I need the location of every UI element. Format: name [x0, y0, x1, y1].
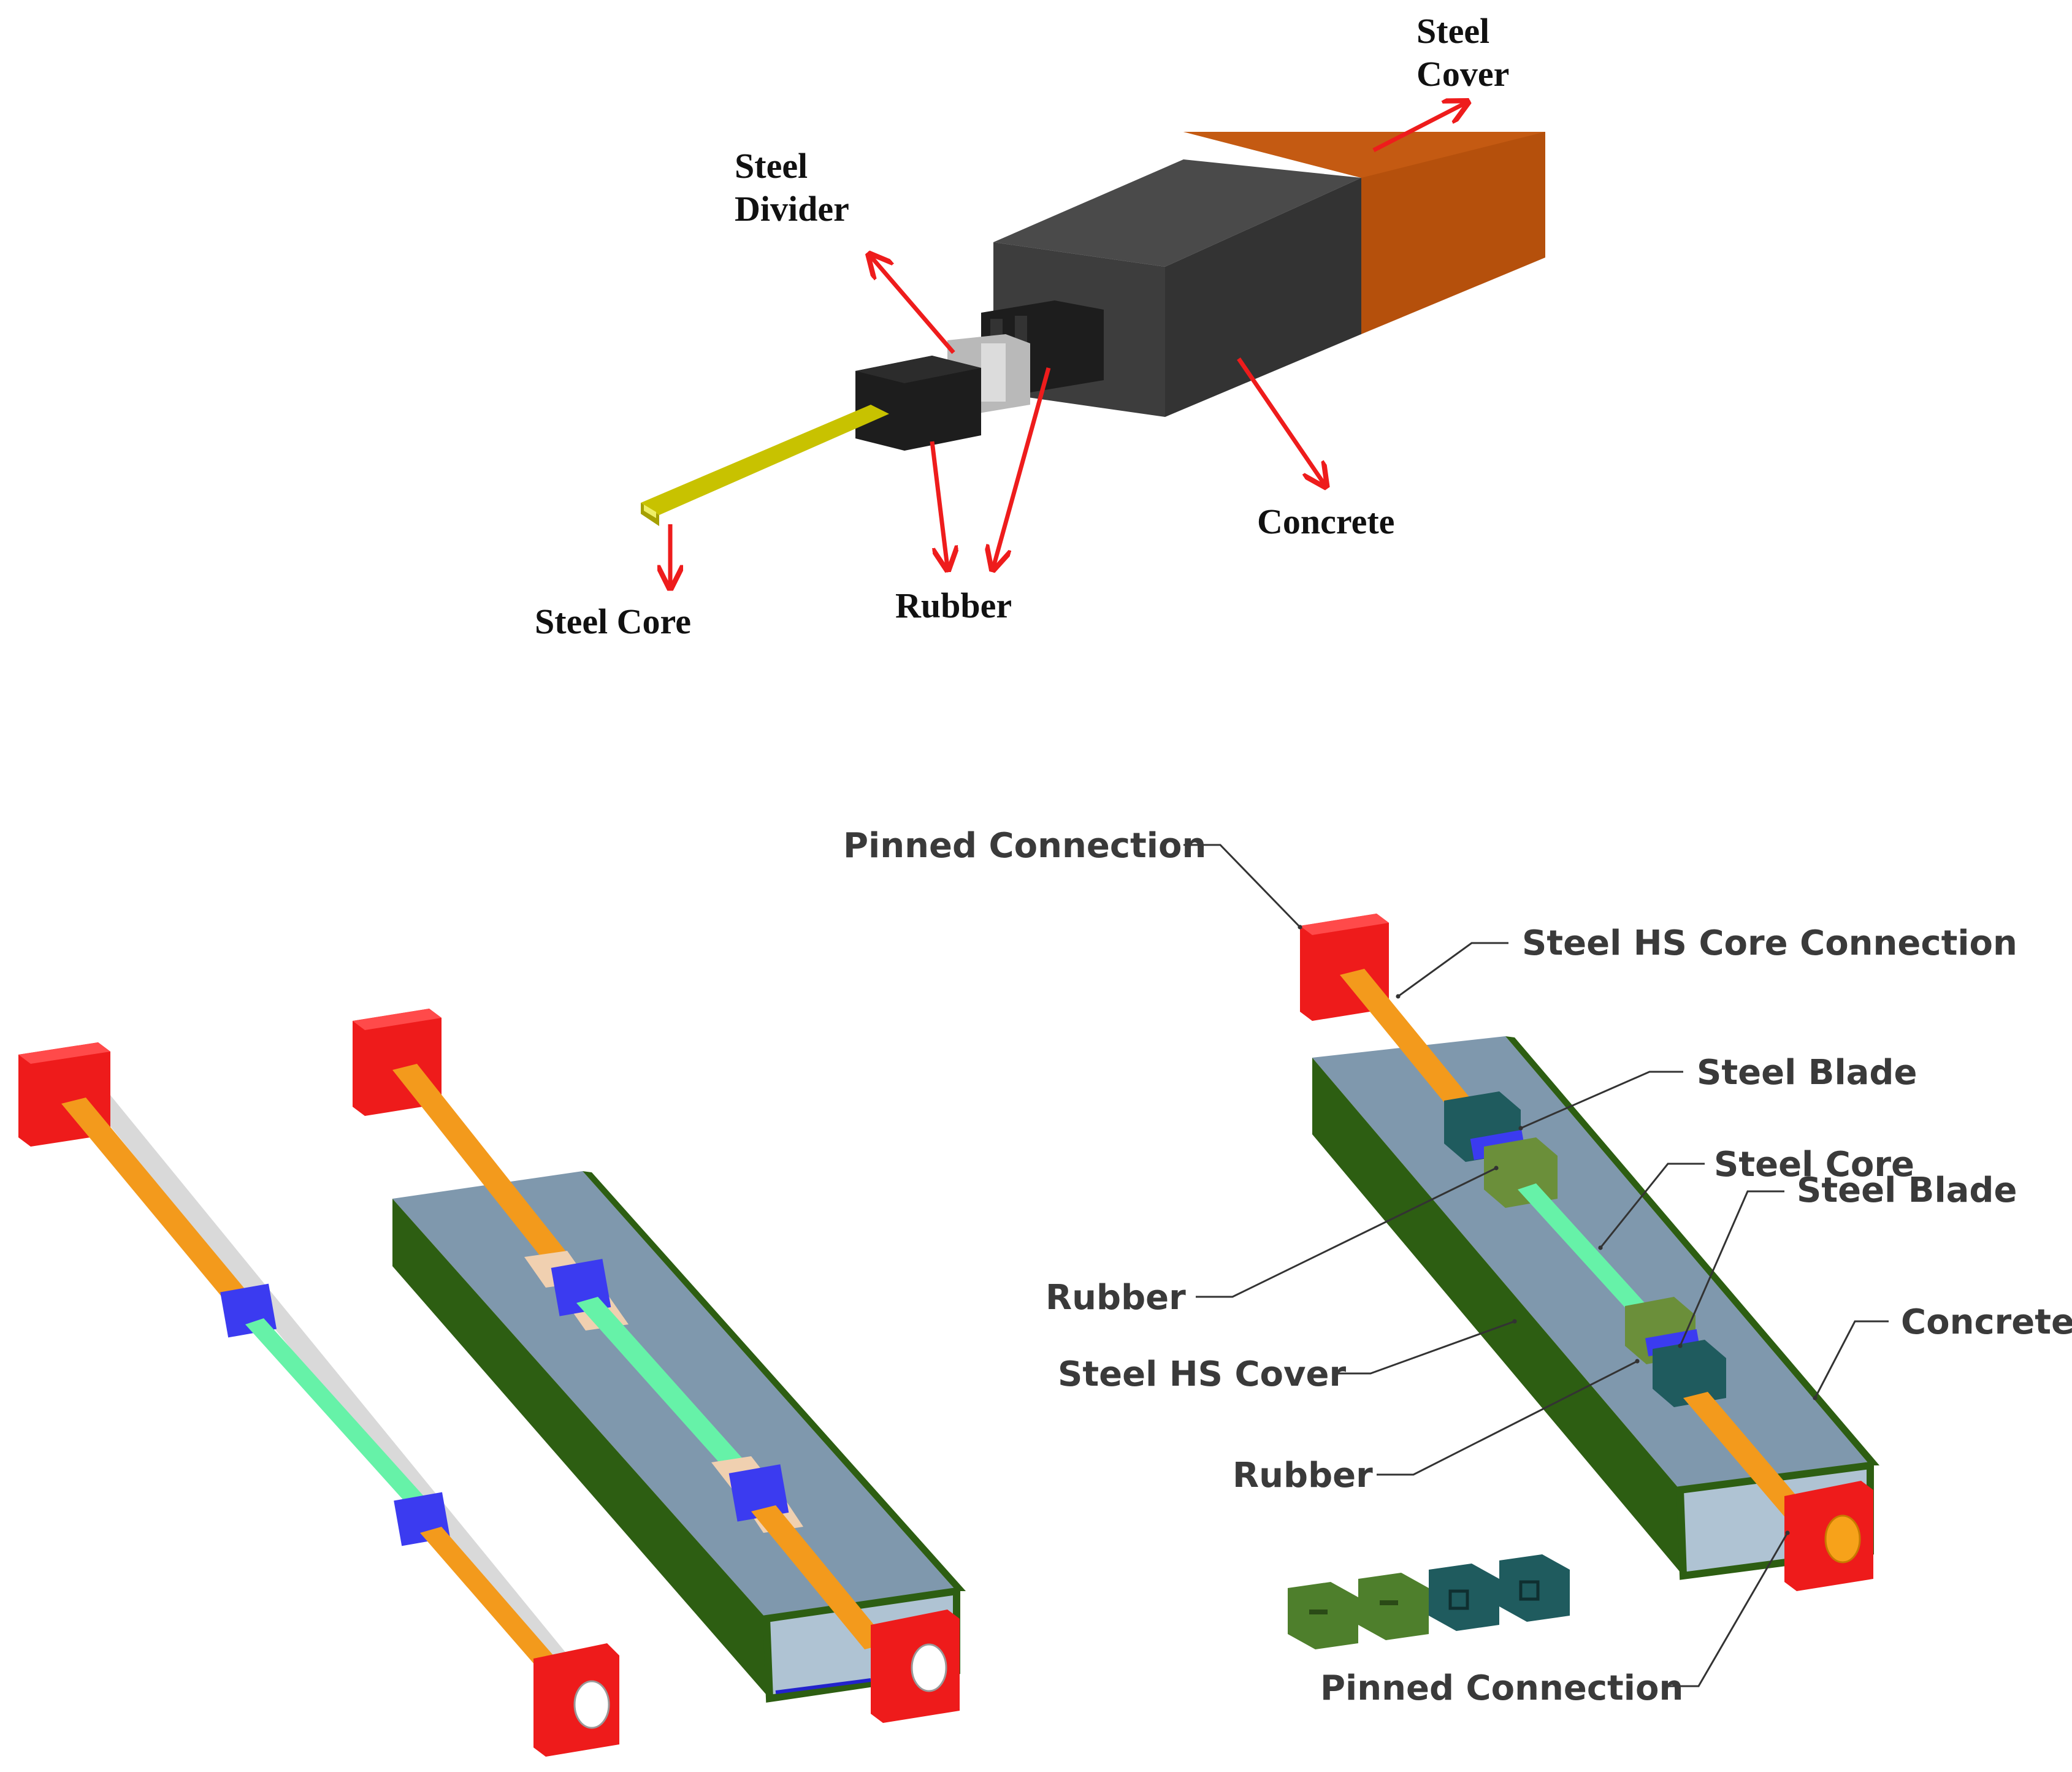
bare-core-assembly — [18, 1042, 619, 1757]
pinned-connection-bottom-left — [533, 1643, 619, 1757]
labelled-assembly: Pinned Connection Steel HS Core Connecti… — [843, 826, 2072, 1708]
label-pinned-connection-bottom: Pinned Connection — [1320, 1668, 1683, 1708]
arrow-rubber-left — [930, 441, 947, 567]
label-steel-core: Steel Core — [535, 601, 691, 641]
arrow-steel-divider — [871, 256, 955, 354]
label-rubber-2: Rubber — [1233, 1456, 1373, 1495]
top-assembly-diagram: Steel Cover Steel Divider Concrete Steel… — [535, 11, 1545, 641]
pinned-connection-bottom-right — [1784, 1481, 1873, 1591]
steel-blade-2-shape — [1653, 1340, 1726, 1407]
leader-steel-hs-cover — [1334, 1319, 1517, 1375]
leader-steel-core — [1598, 1163, 1705, 1250]
rubber-left-shape — [855, 356, 981, 451]
pinned-connection-bottom-middle — [871, 1610, 960, 1723]
component-cubes — [1288, 1554, 1570, 1649]
arrow-concrete — [1237, 357, 1325, 484]
label-steel-blade-2: Steel Blade — [1797, 1171, 2017, 1210]
label-pinned-connection-top: Pinned Connection — [843, 826, 1206, 866]
leader-steel-blade-1 — [1518, 1071, 1683, 1131]
leader-rubber-2 — [1377, 1359, 1640, 1476]
leader-steel-blade-2 — [1678, 1190, 1784, 1348]
label-steel-cover: Steel Cover — [1416, 11, 1509, 94]
leader-pinned-top — [1183, 844, 1302, 930]
label-steel-hs-core-connection: Steel HS Core Connection — [1522, 923, 2017, 963]
label-rubber: Rubber — [895, 586, 1012, 625]
label-steel-blade-1: Steel Blade — [1697, 1053, 1917, 1093]
leader-concrete — [1813, 1320, 1889, 1400]
leader-pinned-bottom — [1665, 1530, 1790, 1687]
label-concrete: Concrete — [1257, 502, 1394, 541]
label-steel-divider: Steel Divider — [735, 146, 849, 229]
label-steel-core: Steel Core — [1714, 1145, 1914, 1185]
steel-cover-shape — [1183, 132, 1545, 334]
leader-hs-core-connection — [1396, 942, 1508, 999]
label-steel-hs-cover: Steel HS Cover — [1058, 1354, 1347, 1394]
steel-core-shape — [641, 405, 889, 526]
arrow-steel-cover — [1372, 103, 1466, 153]
core-in-cover-assembly — [353, 1009, 966, 1723]
leader-rubber-1 — [1196, 1166, 1499, 1298]
label-concrete-right: Concrete — [1901, 1302, 2072, 1342]
arrow-rubber-right — [993, 367, 1051, 567]
label-rubber-1: Rubber — [1046, 1278, 1186, 1318]
